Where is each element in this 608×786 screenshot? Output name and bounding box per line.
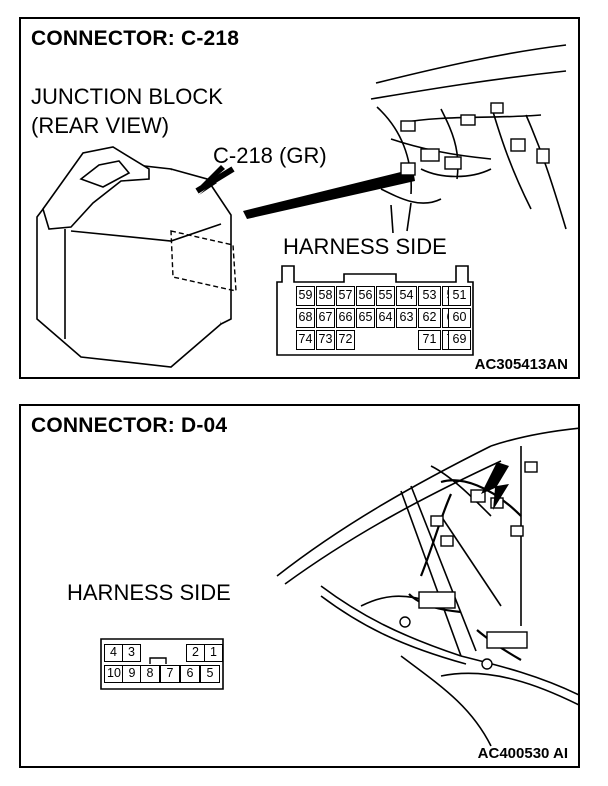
terminal-7: 7 xyxy=(160,665,180,683)
terminal-69: 69 xyxy=(448,330,471,350)
figure-code: AC400530 AI xyxy=(477,745,568,762)
terminal-51: 51 xyxy=(448,286,471,306)
junction-block-label: JUNCTION BLOCK xyxy=(31,84,223,109)
terminal-58: 58 xyxy=(316,286,335,306)
rear-view-label: (REAR VIEW) xyxy=(31,113,170,138)
terminal-4: 4 xyxy=(104,644,123,662)
terminal-56: 56 xyxy=(356,286,375,306)
terminal-3: 3 xyxy=(122,644,141,662)
panel-title: CONNECTOR: D-04 xyxy=(31,414,228,437)
terminal-9: 9 xyxy=(122,665,142,683)
terminal-68: 68 xyxy=(296,308,315,328)
terminal-59: 59 xyxy=(296,286,315,306)
terminal-67: 67 xyxy=(316,308,335,328)
terminal-8: 8 xyxy=(140,665,160,683)
junction-block-illustration xyxy=(36,44,567,368)
connector-d04-panel: CONNECTOR: D-04 HARNESS SIDE xyxy=(19,404,580,768)
terminal-60: 60 xyxy=(448,308,471,328)
panel-title: CONNECTOR: C-218 xyxy=(31,27,240,50)
terminal-53: 53 xyxy=(418,286,441,306)
terminal-66: 66 xyxy=(336,308,355,328)
connector-c218-face: 5958575655545352516867666564636261607473… xyxy=(276,264,474,356)
figure-code: AC305413AN xyxy=(474,356,568,373)
terminal-64: 64 xyxy=(376,308,395,328)
terminal-71: 71 xyxy=(418,330,441,350)
terminal-63: 63 xyxy=(396,308,417,328)
harness-side-label: HARNESS SIDE xyxy=(67,580,231,605)
terminal-72: 72 xyxy=(336,330,355,350)
terminal-62: 62 xyxy=(418,308,441,328)
connector-callout-label: C-218 (GR) xyxy=(213,143,327,168)
vehicle-body-illustration xyxy=(276,427,578,747)
terminal-57: 57 xyxy=(336,286,355,306)
harness-side-label: HARNESS SIDE xyxy=(283,234,447,259)
terminal-10: 10 xyxy=(104,665,124,683)
terminal-5: 5 xyxy=(200,665,220,683)
connector-c218-panel: CONNECTOR: C-218 JUNCTION BLOCK (REAR VI… xyxy=(19,17,580,379)
terminal-6: 6 xyxy=(180,665,200,683)
terminal-73: 73 xyxy=(316,330,335,350)
terminal-54: 54 xyxy=(396,286,417,306)
terminal-65: 65 xyxy=(356,308,375,328)
terminal-2: 2 xyxy=(186,644,205,662)
terminal-74: 74 xyxy=(296,330,315,350)
terminal-55: 55 xyxy=(376,286,395,306)
terminal-1: 1 xyxy=(204,644,223,662)
